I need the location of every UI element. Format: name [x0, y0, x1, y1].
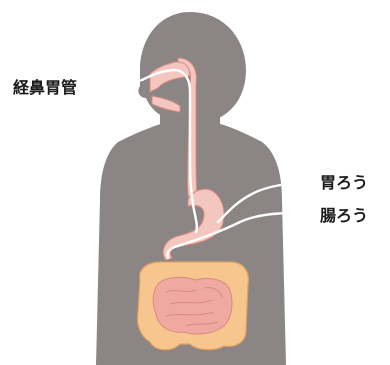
jejunostomy-label: 腸ろう [320, 208, 368, 224]
small-intestine-mass [153, 277, 232, 334]
small-intestine [153, 277, 232, 334]
gastrostomy-label: 胃ろう [320, 175, 368, 191]
nasogastric-tube-label: 経鼻胃管 [13, 80, 77, 96]
